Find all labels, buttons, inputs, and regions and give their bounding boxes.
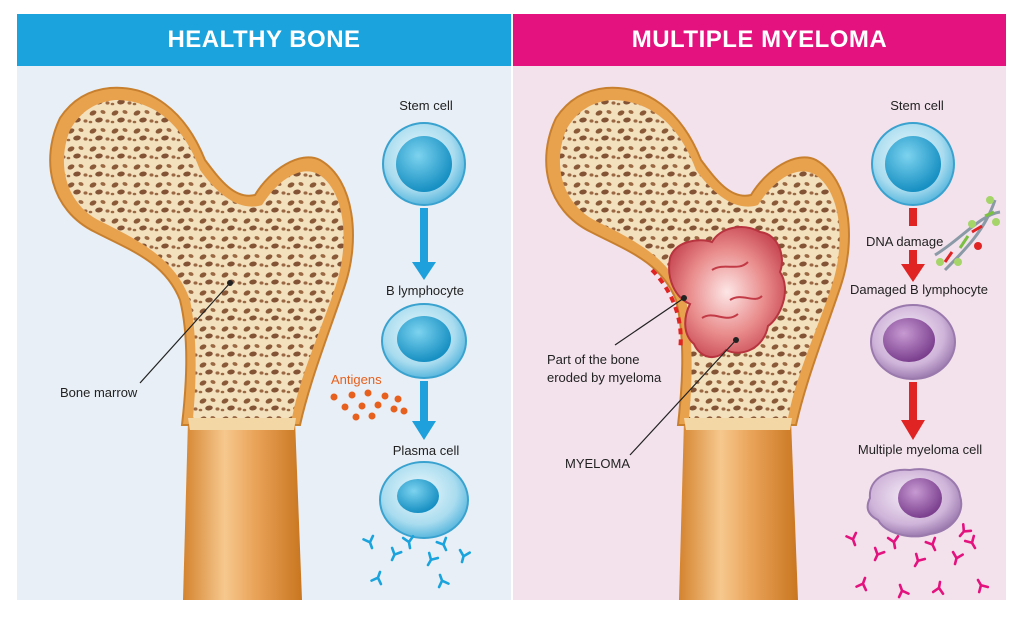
b-lymphocyte-icon — [381, 303, 467, 379]
myeloma-cell-icon — [866, 468, 963, 538]
myeloma-callout: MYELOMA — [565, 337, 739, 471]
antigens-icon — [330, 389, 408, 421]
myeloma-label: MYELOMA — [565, 456, 630, 471]
plasma-cell-icon — [379, 461, 469, 539]
eroded-bone-label-line2: eroded by myeloma — [547, 370, 662, 385]
eroded-bone-callout: Part of the bone eroded by myeloma — [547, 295, 687, 385]
multiple-myeloma-cell-label: Multiple myeloma cell — [858, 442, 982, 457]
bone-marrow-callout: Bone marrow — [60, 280, 233, 400]
healthy-femur — [49, 86, 354, 600]
dna-helix-icon — [934, 196, 1001, 272]
arrow-down-icon — [412, 208, 436, 280]
eroded-bone-label-line1: Part of the bone — [547, 352, 640, 367]
antibody-icon — [362, 534, 471, 589]
myeloma-femur — [545, 86, 850, 600]
healthy-bone-title: HEALTHY BONE — [17, 14, 511, 66]
stem-cell-icon — [382, 122, 466, 206]
healthy-bone-marrow-area — [63, 100, 344, 418]
dna-damage-label: DNA damage — [866, 234, 943, 249]
plasma-cell-label: Plasma cell — [393, 443, 460, 458]
damaged-b-lymphocyte-label: Damaged B lymphocyte — [850, 282, 988, 297]
healthy-cell-chain: Stem cell B lymphocyte Plasma cell Antig… — [330, 98, 471, 589]
eroded-bone-outline — [650, 268, 683, 351]
myeloma-cell-chain: Stem cell DNA damage Damaged B lymphocyt… — [845, 98, 1001, 599]
multiple-myeloma-title: MULTIPLE MYELOMA — [513, 14, 1006, 66]
damaged-b-lymphocyte-icon — [870, 304, 956, 380]
arrow-down-icon — [412, 381, 436, 440]
arrow-down-red-icon — [901, 382, 925, 440]
myeloma-tumor — [668, 226, 786, 359]
bone-marrow-label: Bone marrow — [60, 385, 138, 400]
b-lymphocyte-label: B lymphocyte — [386, 283, 464, 298]
healthy-bone-shaft — [183, 420, 302, 600]
arrow-down-red-icon — [901, 208, 925, 282]
stem-cell-icon — [871, 122, 955, 206]
myeloma-stem-cell-label: Stem cell — [890, 98, 944, 113]
myeloma-bone-shaft — [679, 420, 798, 600]
stem-cell-label: Stem cell — [399, 98, 453, 113]
antigens-label: Antigens — [331, 372, 382, 387]
